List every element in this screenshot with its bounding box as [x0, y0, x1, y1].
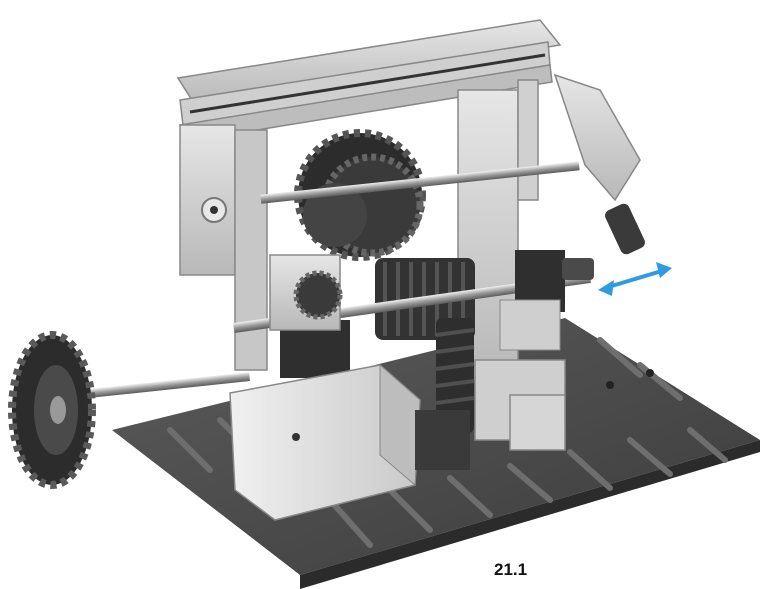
motor: [229, 363, 470, 521]
crank-arm: [553, 73, 645, 255]
lower-axle: [60, 372, 251, 401]
upper-axle: [260, 161, 580, 204]
left-column: [179, 124, 268, 371]
double-arrow-icon: [598, 262, 672, 296]
guide-block: [509, 394, 566, 451]
flywheel-gear: [8, 331, 96, 489]
figure-caption: 21.1: [494, 560, 528, 579]
worm-shaft: [435, 318, 475, 433]
top-frame-beam: [176, 19, 562, 143]
right-bearing: [499, 250, 594, 351]
large-gear-stack: [294, 129, 426, 261]
small-gear: [293, 270, 343, 320]
